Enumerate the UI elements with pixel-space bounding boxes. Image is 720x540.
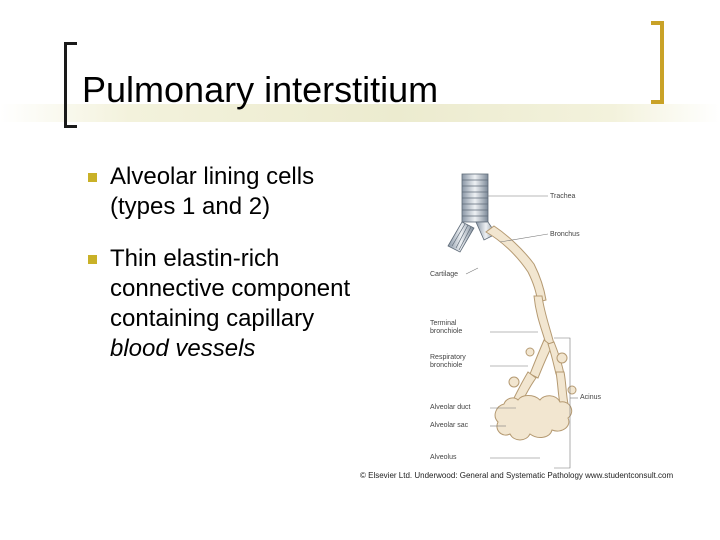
bullet-list: Alveolar lining cells (types 1 and 2) Th… (88, 162, 358, 386)
label-cartilage: Cartilage (430, 271, 459, 278)
trachea-shape (447, 173, 497, 253)
square-bullet-icon (88, 173, 97, 182)
bullet-text: Thin elastin-rich connective component c… (110, 244, 358, 364)
bullet-item: Thin elastin-rich connective component c… (88, 244, 358, 364)
bullet-text: Alveolar lining cells (types 1 and 2) (110, 163, 315, 220)
figure-caption: © Elsevier Ltd. Underwood: General and S… (360, 471, 674, 480)
square-bullet-icon (88, 255, 97, 264)
label-alveolar-sac: Alveolar sac (430, 422, 469, 429)
airway-illustration (447, 173, 578, 469)
label-bronchus: Bronchus (550, 231, 580, 238)
label-alveolar-duct: Alveolar duct (430, 404, 471, 411)
airway-diagram: Trachea Bronchus Cartilage Terminal bron… (430, 168, 720, 486)
label-respiratory-bronchiole: Respiratory bronchiole (430, 354, 466, 369)
bronchial-tree-shape (485, 225, 577, 441)
slide-title: Pulmonary interstitium (82, 69, 439, 110)
bullet-text-plain: Thin elastin-rich connective component c… (110, 245, 351, 332)
label-leader-lines (465, 195, 578, 469)
bullet-text-italic: blood vessels (110, 335, 256, 362)
label-alveolus: Alveolus (430, 454, 457, 461)
bullet-item: Alveolar lining cells (types 1 and 2) (88, 162, 358, 222)
label-trachea: Trachea (550, 193, 576, 200)
label-terminal-bronchiole: Terminal bronchiole (430, 320, 463, 335)
left-bracket-decoration (64, 42, 77, 128)
label-acinus: Acinus (580, 394, 602, 401)
title-band (0, 104, 720, 122)
right-bracket-decoration (651, 21, 664, 104)
